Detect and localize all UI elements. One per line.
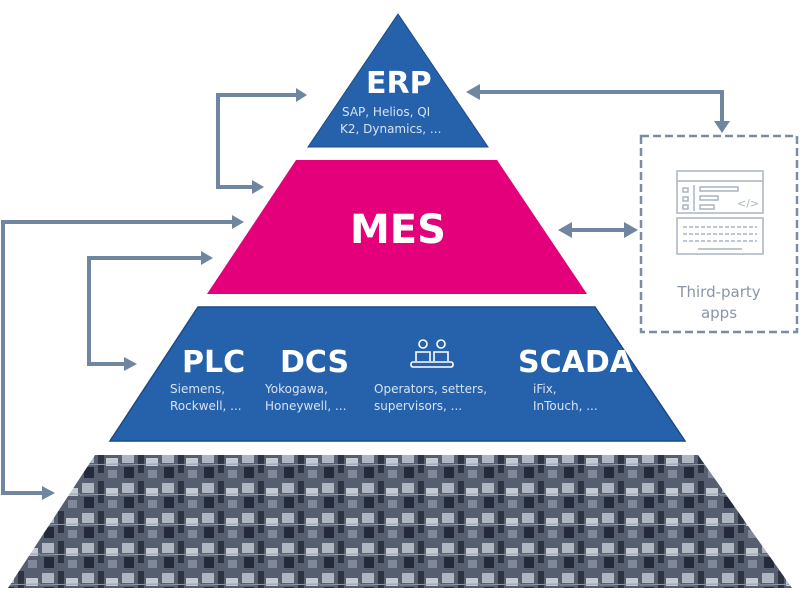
mes-title: MES xyxy=(350,207,446,253)
erp-systems-line2: K2, Dynamics, ... xyxy=(340,122,442,136)
scada-vendors-line2: InTouch, ... xyxy=(533,399,598,413)
plc-title: PLC xyxy=(182,345,246,380)
third-party-label-line1: Third-party xyxy=(677,283,761,301)
arrow-head-erp xyxy=(296,88,307,102)
erp-tier xyxy=(307,13,489,148)
code-editor-keyboard-icon: </> xyxy=(676,170,764,255)
dcs-vendors-line2: Honeywell, ... xyxy=(265,399,347,413)
erp-systems-line1: SAP, Helios, QI xyxy=(342,105,431,119)
dcs-title: DCS xyxy=(280,345,350,380)
scada-vendors-line1: iFix, xyxy=(533,382,557,396)
arrow-head-thirdparty-top xyxy=(714,121,730,133)
people-line2: supervisors, ... xyxy=(374,399,463,413)
arrow-erp-mes xyxy=(216,93,302,189)
control-tier xyxy=(108,306,687,442)
dcs-vendors-line1: Yokogawa, xyxy=(265,382,328,396)
plc-vendors-line1: Siemens, xyxy=(170,382,226,396)
arrow-head-mes-low xyxy=(201,251,213,265)
arrow-shopfloor-mes xyxy=(1,220,236,495)
mes-tier xyxy=(207,160,587,294)
arrow-head-thirdparty-left xyxy=(624,222,638,238)
workers-conveyor-icon xyxy=(410,339,454,368)
third-party-label-line2: apps xyxy=(700,304,738,322)
svg-text:</>: </> xyxy=(737,197,759,210)
arrow-head-mes-mid xyxy=(232,215,244,229)
arrow-head-mes-right xyxy=(558,222,572,238)
scada-title: SCADA xyxy=(518,345,633,380)
erp-title: ERP xyxy=(366,66,432,101)
arrow-head-control xyxy=(124,357,137,371)
people-line1: Operators, setters, xyxy=(374,382,488,396)
shopfloor-photo xyxy=(8,455,792,588)
arrow-erp-thirdparty xyxy=(476,90,724,126)
arrow-head-mes-top xyxy=(252,180,264,194)
plc-vendors-line2: Rockwell, ... xyxy=(170,399,242,413)
arrow-head-shopfloor xyxy=(42,486,55,500)
shopfloor-tint xyxy=(8,455,792,588)
arrow-head-erp-right xyxy=(466,84,480,100)
arrow-control-mes xyxy=(87,256,207,366)
